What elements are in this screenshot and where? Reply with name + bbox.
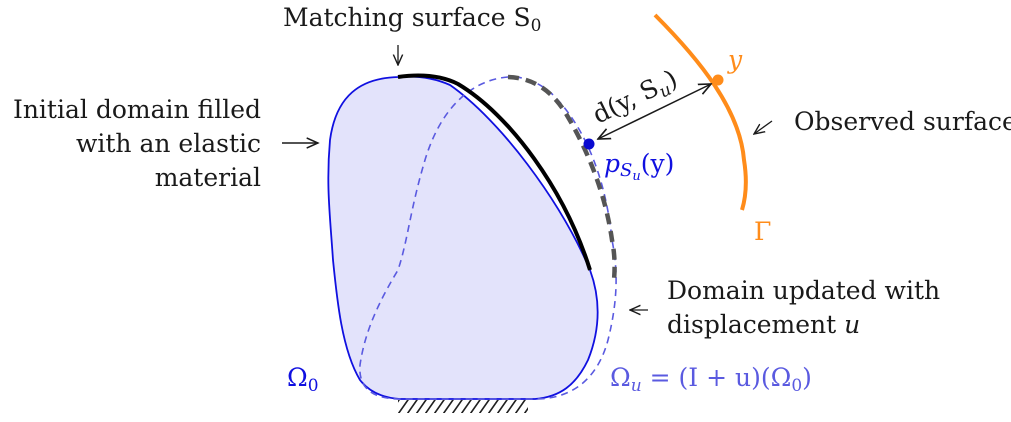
matching-surface-curve	[397, 73, 592, 271]
projection-label: pSu(y)	[604, 149, 674, 184]
fixed-support-hatch	[398, 400, 528, 413]
initial-domain-label-line1: Initial domain filled	[13, 95, 261, 124]
updated-domain-label-line2: displacement u	[667, 310, 860, 339]
initial-domain-label-line3: material	[155, 163, 261, 192]
gamma-label: Γ	[754, 217, 771, 246]
distance-label: d(y, Su)	[588, 64, 684, 133]
updated-domain-outline	[359, 76, 617, 400]
projection-point	[583, 138, 595, 150]
omega0-label: Ω0	[287, 363, 319, 396]
initial-domain-shape	[327, 75, 599, 400]
observed-surface-curve	[653, 13, 748, 211]
updated-matching-surface	[507, 74, 617, 281]
initial-domain-label-line2: with an elastic	[76, 129, 261, 158]
distance-arrow	[598, 84, 711, 139]
y-label: y	[727, 45, 743, 74]
matching-surface-label: Matching surface S0	[283, 3, 541, 36]
observed-surface-arrow	[754, 120, 773, 134]
updated-domain-label-line1: Domain updated with	[667, 276, 940, 305]
observed-point-y	[712, 74, 724, 86]
observed-surface-label: Observed surface	[794, 107, 1011, 136]
omega-u-label: Ωu = (I + u)(Ω0)	[610, 363, 812, 396]
